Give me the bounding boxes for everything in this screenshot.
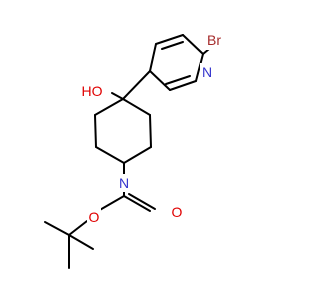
hydroxyl-bond — [111, 92, 124, 100]
bromine-label: Br — [207, 32, 221, 48]
piperidine-ring — [94, 98, 152, 164]
pyridine-nitrogen-label: N — [202, 64, 212, 80]
aryl-bond — [122, 70, 151, 100]
molecule-structure: Br N HO N O O — [44, 32, 222, 269]
piperidine-nitrogen-label: N — [119, 175, 129, 191]
hydroxyl-label: HO — [82, 83, 103, 99]
carbonyl-oxygen-label: O — [172, 204, 183, 220]
ester-oxygen-label: O — [89, 209, 100, 225]
